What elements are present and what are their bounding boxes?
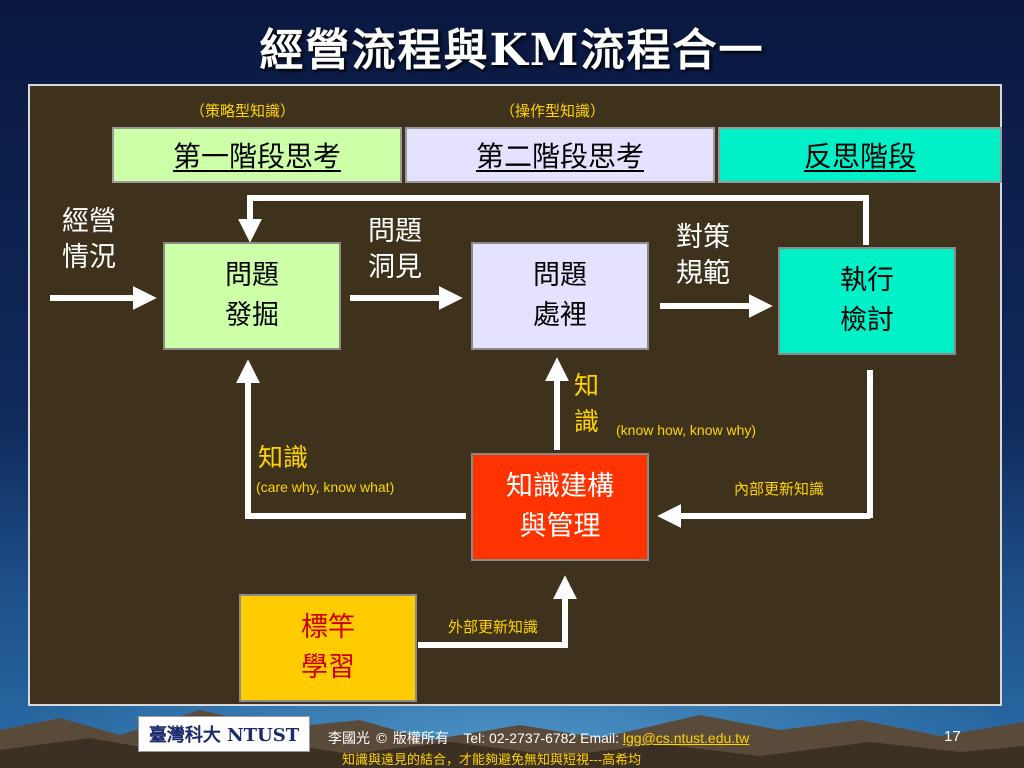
node-benchmark-learning: 標竿學習 [239,594,417,702]
header-reflection: 反思階段 [718,127,1002,183]
footer-author: 李國光 © 版權所有 [328,731,449,747]
node-execution-review-line1: 執行 [840,265,894,296]
label-knowledge-mid-1: 知 [574,371,600,400]
node-knowledge-management: 知識建構與管理 [471,453,649,561]
header-stage-one: 第一階段思考 [112,127,402,183]
arrow-external-update [418,575,577,648]
node-problem-handling-line2: 處裡 [533,300,587,331]
label-knowledge-left: 知識 [258,443,309,472]
header-stage-one-label: 第一階段思考 [172,140,341,173]
label-external-update: 外部更新知識 [448,618,539,636]
footer-motto: 知識與遠見的結合，才能夠避免無知與短視---高希均 [342,753,642,768]
label-internal-update: 內部更新知識 [734,480,825,498]
label-business-2: 情況 [62,242,116,273]
label-business: 經營 情況 [62,204,116,276]
label-policy: 對策 規範 [676,220,730,292]
label-insight-2: 洞見 [368,252,422,283]
caption-operational: （操作型知識） [500,102,606,120]
node-problem-discovery-line1: 問題 [225,260,279,291]
label-insight-1: 問題 [368,216,422,247]
node-knowledge-management-line1: 知識建構 [506,471,614,502]
diagram-panel [28,84,1002,706]
header-reflection-label: 反思階段 [803,140,916,173]
node-execution-review-line2: 檢討 [840,305,894,336]
page-title: 經營流程與KM流程合一 [259,25,765,76]
node-problem-discovery-line2: 發掘 [225,300,279,331]
label-knowledge-mid: 知 識 [574,368,599,440]
header-stage-two: 第二階段思考 [405,127,715,183]
footer-email-link[interactable]: lgg@cs.ntust.edu.tw [622,730,750,746]
node-problem-handling: 問題處裡 [471,242,649,350]
ntust-logo: 臺灣科大 NTUST [138,716,310,752]
header-stage-two-label: 第二階段思考 [475,140,644,173]
footer-contact: Tel: 02-2737-6782 Email: [463,730,623,746]
label-insight: 問題 洞見 [368,214,422,286]
node-benchmark-learning-line2: 學習 [301,652,355,683]
node-knowledge-management-line2: 與管理 [519,511,601,542]
label-knowledge-left-sub: (care why, know what) [256,479,395,495]
footer-info: 李國光 © 版權所有 Tel: 02-2737-6782 Email: lgg@… [328,728,749,748]
page-number: 17 [944,728,961,745]
caption-strategic: （策略型知識） [190,102,296,120]
node-benchmark-learning-line1: 標竿 [301,612,355,643]
node-problem-handling-line1: 問題 [533,260,587,291]
label-policy-2: 規範 [676,258,730,289]
label-knowledge-mid-sub: (know how, know why) [616,422,757,438]
node-problem-discovery: 問題發掘 [163,242,341,350]
arrow-km-left [236,359,466,519]
label-business-1: 經營 [62,206,116,237]
label-policy-1: 對策 [676,222,730,253]
arrow-feedback-top [238,195,869,245]
label-knowledge-mid-2: 識 [574,407,600,436]
node-execution-review: 執行檢討 [778,247,956,355]
